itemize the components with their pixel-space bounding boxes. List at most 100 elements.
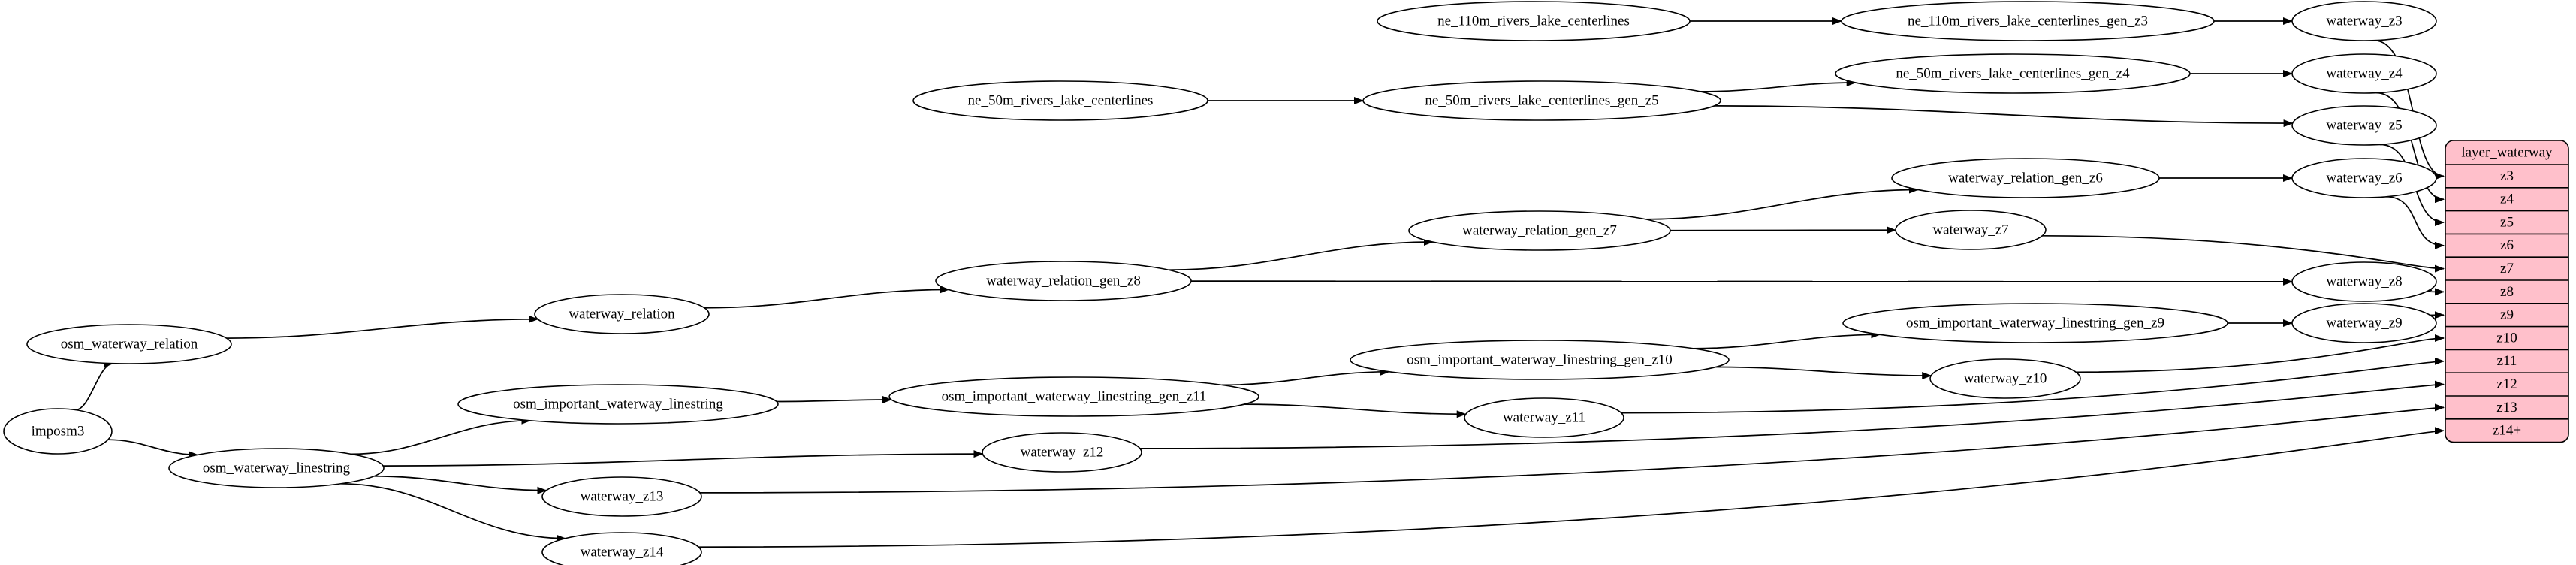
table-row-z11[interactable]: z11 [2445, 353, 2568, 374]
row-label: z7 [2500, 261, 2514, 276]
node-ne_50m_rivers_lake_centerlines_gen_z5[interactable]: ne_50m_rivers_lake_centerlines_gen_z5 [1362, 80, 1721, 121]
node-waterway_z4[interactable]: waterway_z4 [2291, 53, 2437, 94]
node-label: ne_50m_rivers_lake_centerlines [968, 92, 1154, 108]
table-row-z5[interactable]: z5 [2445, 214, 2568, 235]
node-waterway_z5[interactable]: waterway_z5 [2291, 105, 2437, 146]
node-ellipse [1835, 53, 2191, 94]
node-label: osm_important_waterway_linestring_gen_z1… [1407, 352, 1673, 367]
node-label: waterway_z14 [581, 544, 664, 560]
edge-osm_important_waterway_linestring--to--osm_important_waterway_linestring_gen_z11 [777, 396, 892, 404]
node-ellipse [1362, 80, 1721, 121]
node-label: ne_50m_rivers_lake_centerlines_gen_z5 [1425, 92, 1658, 108]
edge-osm_waterway_relation--to--waterway_relation [226, 315, 539, 339]
node-waterway_z13[interactable]: waterway_z13 [541, 476, 702, 517]
node-osm_important_waterway_linestring_gen_z11[interactable]: osm_important_waterway_linestring_gen_z1… [888, 376, 1259, 417]
node-waterway_z14[interactable]: waterway_z14 [541, 532, 702, 565]
table-row-z12[interactable]: z12 [2445, 376, 2568, 397]
table-row-z6[interactable]: z6 [2445, 237, 2568, 258]
edge-waterway_z11--to--layer_waterway_z11 [1621, 357, 2445, 414]
node-ne_50m_rivers_lake_centerlines_gen_z4[interactable]: ne_50m_rivers_lake_centerlines_gen_z4 [1835, 53, 2191, 94]
node-ellipse [168, 448, 385, 488]
node-ellipse [982, 432, 1142, 473]
row-label: z11 [2497, 353, 2517, 369]
edge-waterway_z6--to--layer_waterway_z6 [2386, 195, 2445, 249]
node-waterway_z11[interactable]: waterway_z11 [1464, 397, 1624, 438]
node-ellipse [2291, 1, 2437, 41]
node-waterway_z6[interactable]: waterway_z6 [2291, 158, 2437, 198]
row-label: z13 [2496, 400, 2517, 415]
node-ellipse [26, 324, 232, 364]
node-ne_110m_rivers_lake_centerlines_gen_z3[interactable]: ne_110m_rivers_lake_centerlines_gen_z3 [1841, 1, 2215, 41]
table-row-z7[interactable]: z7 [2445, 261, 2568, 281]
row-label: z6 [2500, 237, 2514, 253]
edge-waterway_z12--to--layer_waterway_z12 [1139, 380, 2445, 449]
table-row-z13[interactable]: z13 [2445, 400, 2568, 420]
node-waterway_z12[interactable]: waterway_z12 [982, 432, 1142, 473]
table-frame [2445, 140, 2569, 443]
node-waterway_z10[interactable]: waterway_z10 [1929, 358, 2081, 399]
table-row-z14plus[interactable]: z14+ [2493, 423, 2521, 439]
node-osm_waterway_linestring[interactable]: osm_waterway_linestring [168, 448, 385, 488]
edge-osm_important_waterway_linestring_gen_z10--to--osm_important_waterway_linestring_gen_z9 [1693, 331, 1881, 349]
node-label: ne_110m_rivers_lake_centerlines_gen_z3 [1908, 13, 2148, 29]
node-label: waterway_relation [569, 306, 675, 322]
table-row-z4[interactable]: z4 [2445, 192, 2568, 212]
node-label: osm_important_waterway_linestring [513, 396, 723, 412]
edges-layer [75, 17, 2445, 548]
node-ellipse [2291, 53, 2437, 94]
table-row-z3[interactable]: z3 [2445, 168, 2568, 189]
node-label: osm_important_waterway_linestring_gen_z9 [1906, 315, 2164, 331]
node-waterway_z7[interactable]: waterway_z7 [1895, 210, 2047, 250]
node-ellipse [541, 476, 702, 517]
node-waterway_relation_gen_z6[interactable]: waterway_relation_gen_z6 [1891, 158, 2160, 198]
node-ellipse [534, 294, 710, 334]
edge-waterway_relation--to--waterway_relation_gen_z8 [704, 286, 950, 309]
node-imposm3[interactable]: imposm3 [3, 408, 113, 455]
node-ellipse [541, 532, 702, 565]
node-waterway_relation_gen_z8[interactable]: waterway_relation_gen_z8 [935, 261, 1192, 301]
edge-imposm3--to--osm_waterway_relation [75, 359, 114, 411]
table-row-z9[interactable]: z9 [2445, 307, 2568, 328]
edge-osm_waterway_linestring--to--osm_important_waterway_linestring [351, 416, 532, 455]
edge-waterway_relation_gen_z8--to--waterway_relation_gen_z7 [1168, 238, 1434, 271]
node-label: imposm3 [32, 423, 85, 439]
node-osm_important_waterway_linestring[interactable]: osm_important_waterway_linestring [457, 384, 779, 425]
edge-ne_50m_rivers_lake_centerlines_gen_z5--to--waterway_z5 [1714, 105, 2294, 128]
node-ellipse [2291, 261, 2437, 302]
row-label: z8 [2500, 284, 2514, 300]
row-label: z10 [2496, 330, 2517, 346]
node-ellipse [1891, 158, 2160, 198]
edge-waterway_z7--to--layer_waterway_z7 [2042, 234, 2445, 273]
edge-osm_waterway_linestring--to--waterway_z12 [383, 450, 984, 467]
node-label: waterway_z9 [2326, 315, 2402, 331]
node-ellipse [935, 261, 1192, 301]
row-label: z14+ [2493, 423, 2521, 439]
node-label: ne_50m_rivers_lake_centerlines_gen_z4 [1896, 65, 2130, 81]
edge-waterway_relation_gen_z8--to--waterway_z8 [1190, 277, 2293, 286]
node-osm_important_waterway_linestring_gen_z9[interactable]: osm_important_waterway_linestring_gen_z9 [1842, 303, 2228, 343]
node-ne_50m_rivers_lake_centerlines[interactable]: ne_50m_rivers_lake_centerlines [912, 80, 1208, 121]
node-label: waterway_z10 [1964, 370, 2047, 386]
node-waterway_relation[interactable]: waterway_relation [534, 294, 710, 334]
node-label: waterway_z13 [581, 488, 664, 504]
node-osm_important_waterway_linestring_gen_z10[interactable]: osm_important_waterway_linestring_gen_z1… [1350, 340, 1730, 380]
node-label: osm_waterway_relation [61, 336, 198, 352]
row-label: z12 [2496, 376, 2517, 392]
edge-waterway_relation_gen_z7--to--waterway_z7 [1670, 226, 1896, 234]
edge-osm_waterway_linestring--to--waterway_z14 [340, 482, 566, 542]
table-row-z8[interactable]: z8 [2445, 284, 2568, 304]
node-ellipse [912, 80, 1208, 121]
node-waterway_z8[interactable]: waterway_z8 [2291, 261, 2437, 302]
table-row-z10[interactable]: z10 [2445, 330, 2568, 351]
node-label: waterway_relation_gen_z6 [1948, 170, 2103, 186]
node-ellipse [1895, 210, 2047, 250]
edge-waterway_relation_gen_z7--to--waterway_relation_gen_z6 [1645, 186, 1919, 220]
node-ne_110m_rivers_lake_centerlines[interactable]: ne_110m_rivers_lake_centerlines [1377, 1, 1691, 41]
node-waterway_z3[interactable]: waterway_z3 [2291, 1, 2437, 41]
node-waterway_z9[interactable]: waterway_z9 [2291, 303, 2437, 343]
node-waterway_relation_gen_z7[interactable]: waterway_relation_gen_z7 [1408, 210, 1671, 251]
edge-waterway_z3--to--layer_waterway_z3 [2374, 39, 2445, 180]
edge-osm_important_waterway_linestring_gen_z11--to--waterway_z11 [1244, 403, 1467, 418]
node-osm_waterway_relation[interactable]: osm_waterway_relation [26, 324, 232, 364]
edge-osm_important_waterway_linestring_gen_z11--to--osm_important_waterway_linestring_gen_z10 [1221, 367, 1390, 386]
